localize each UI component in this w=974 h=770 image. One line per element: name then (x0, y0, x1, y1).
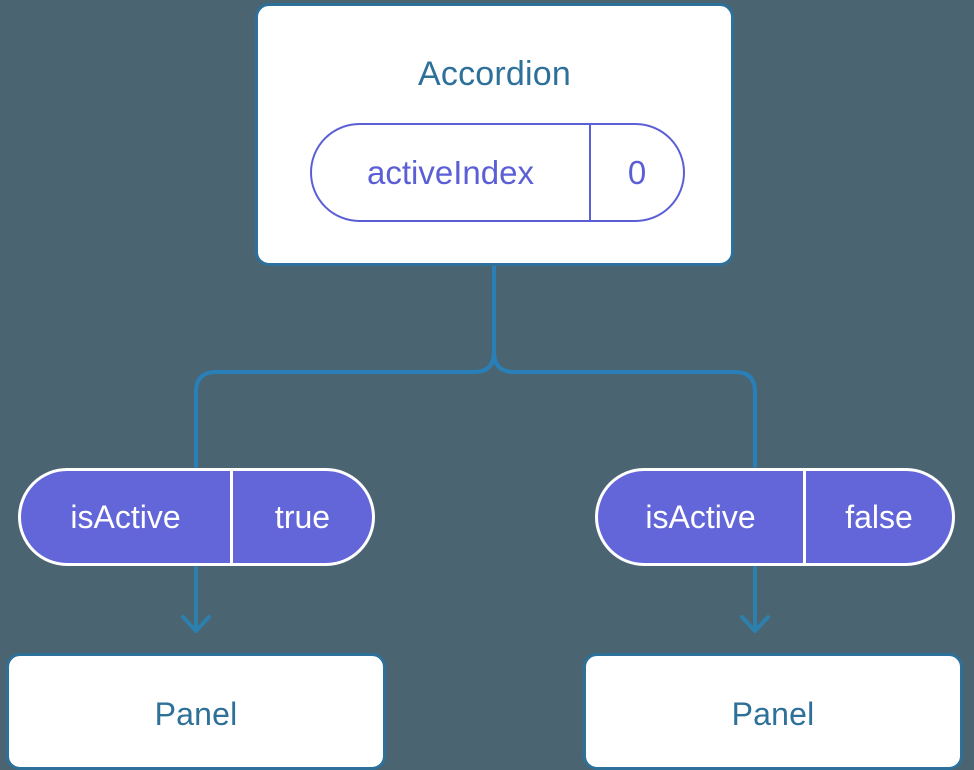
panel-node-title: Panel (154, 696, 238, 732)
prop-pill-key: isActive (598, 471, 806, 563)
prop-pill-key: isActive (21, 471, 233, 563)
accordion-node-title: Accordion (418, 55, 571, 93)
connector-to-left-branch (194, 264, 496, 468)
arrow-right-head-icon (740, 615, 770, 633)
prop-pill-is-active-false[interactable]: isActive false (595, 468, 955, 566)
arrow-left-head-icon (181, 615, 211, 633)
accordion-node[interactable]: Accordion activeIndex 0 (255, 3, 734, 266)
state-pill-key: activeIndex (312, 125, 591, 220)
panel-node-right[interactable]: Panel (583, 653, 963, 770)
prop-pill-is-active-true[interactable]: isActive true (18, 468, 375, 566)
panel-node-left[interactable]: Panel (6, 653, 386, 770)
panel-node-title: Panel (731, 696, 815, 732)
prop-pill-value: false (845, 498, 913, 535)
connector-to-right-branch (492, 264, 757, 468)
prop-pill-value: true (274, 498, 331, 535)
state-pill-active-index[interactable]: activeIndex 0 (310, 123, 685, 222)
state-pill-value: 0 (627, 153, 647, 191)
